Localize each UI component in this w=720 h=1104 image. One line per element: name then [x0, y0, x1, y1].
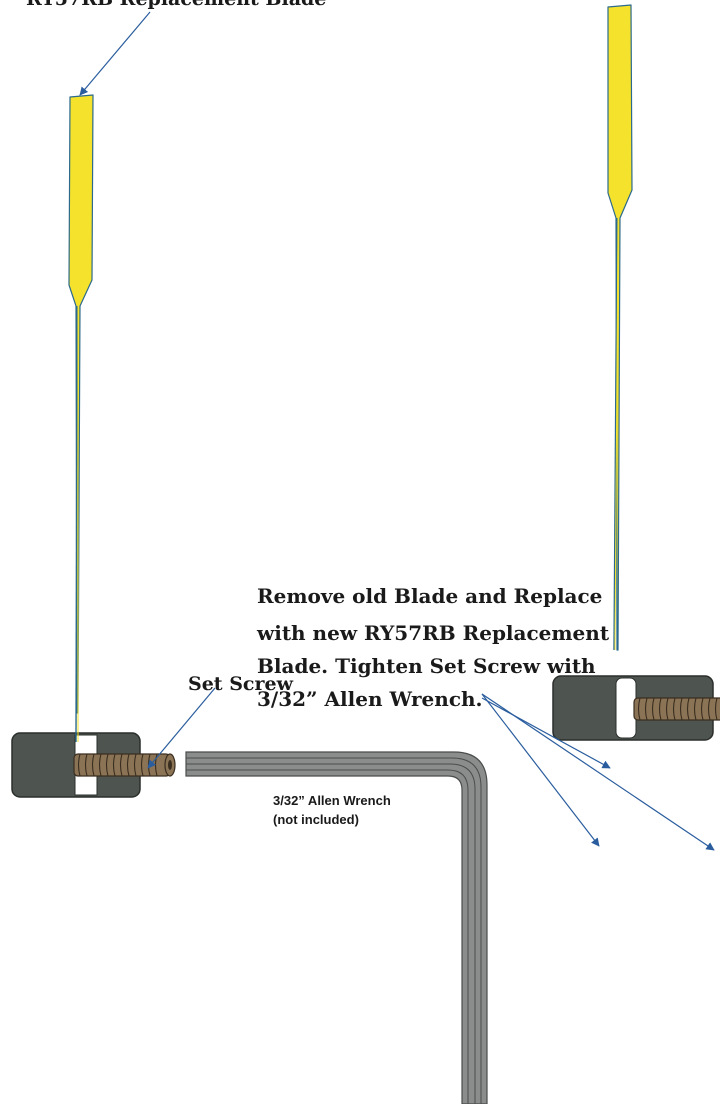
allen-wrench [185, 751, 488, 1104]
left-blade-shaft [75, 305, 78, 743]
instruction-line-3: Blade. Tighten Set Screw with [257, 654, 596, 678]
instruction-line-1: Remove old Blade and Replace [257, 584, 602, 608]
blade-label-leader [79, 11, 151, 96]
wrench-label-line-2: (not included) [273, 812, 359, 827]
set-screw-leader [147, 687, 216, 769]
instruction-leader-screw [481, 693, 715, 851]
set-screw-label: Set Screw [188, 673, 294, 695]
leader-lines [79, 11, 715, 851]
left-set-screw [73, 753, 176, 777]
blade-label: RY57RB Replacement Blade [26, 0, 326, 10]
instruction-line-2: with new RY57RB Replacement [256, 621, 610, 645]
wrench-label-line-1: 3/32” Allen Wrench [273, 793, 391, 808]
instruction-line-4: 3/32” Allen Wrench. [257, 687, 483, 711]
instruction-leader-blade [481, 697, 611, 769]
right-set-screw [633, 697, 720, 721]
left-assembly [11, 94, 176, 798]
right-blade-shaft [613, 217, 618, 651]
allen-wrench-body [185, 751, 488, 1104]
instruction-leader-slot [481, 693, 600, 847]
left-blade [68, 94, 94, 714]
right-assembly [552, 4, 720, 741]
right-blade [607, 4, 633, 651]
right-blade-slot [615, 677, 637, 739]
